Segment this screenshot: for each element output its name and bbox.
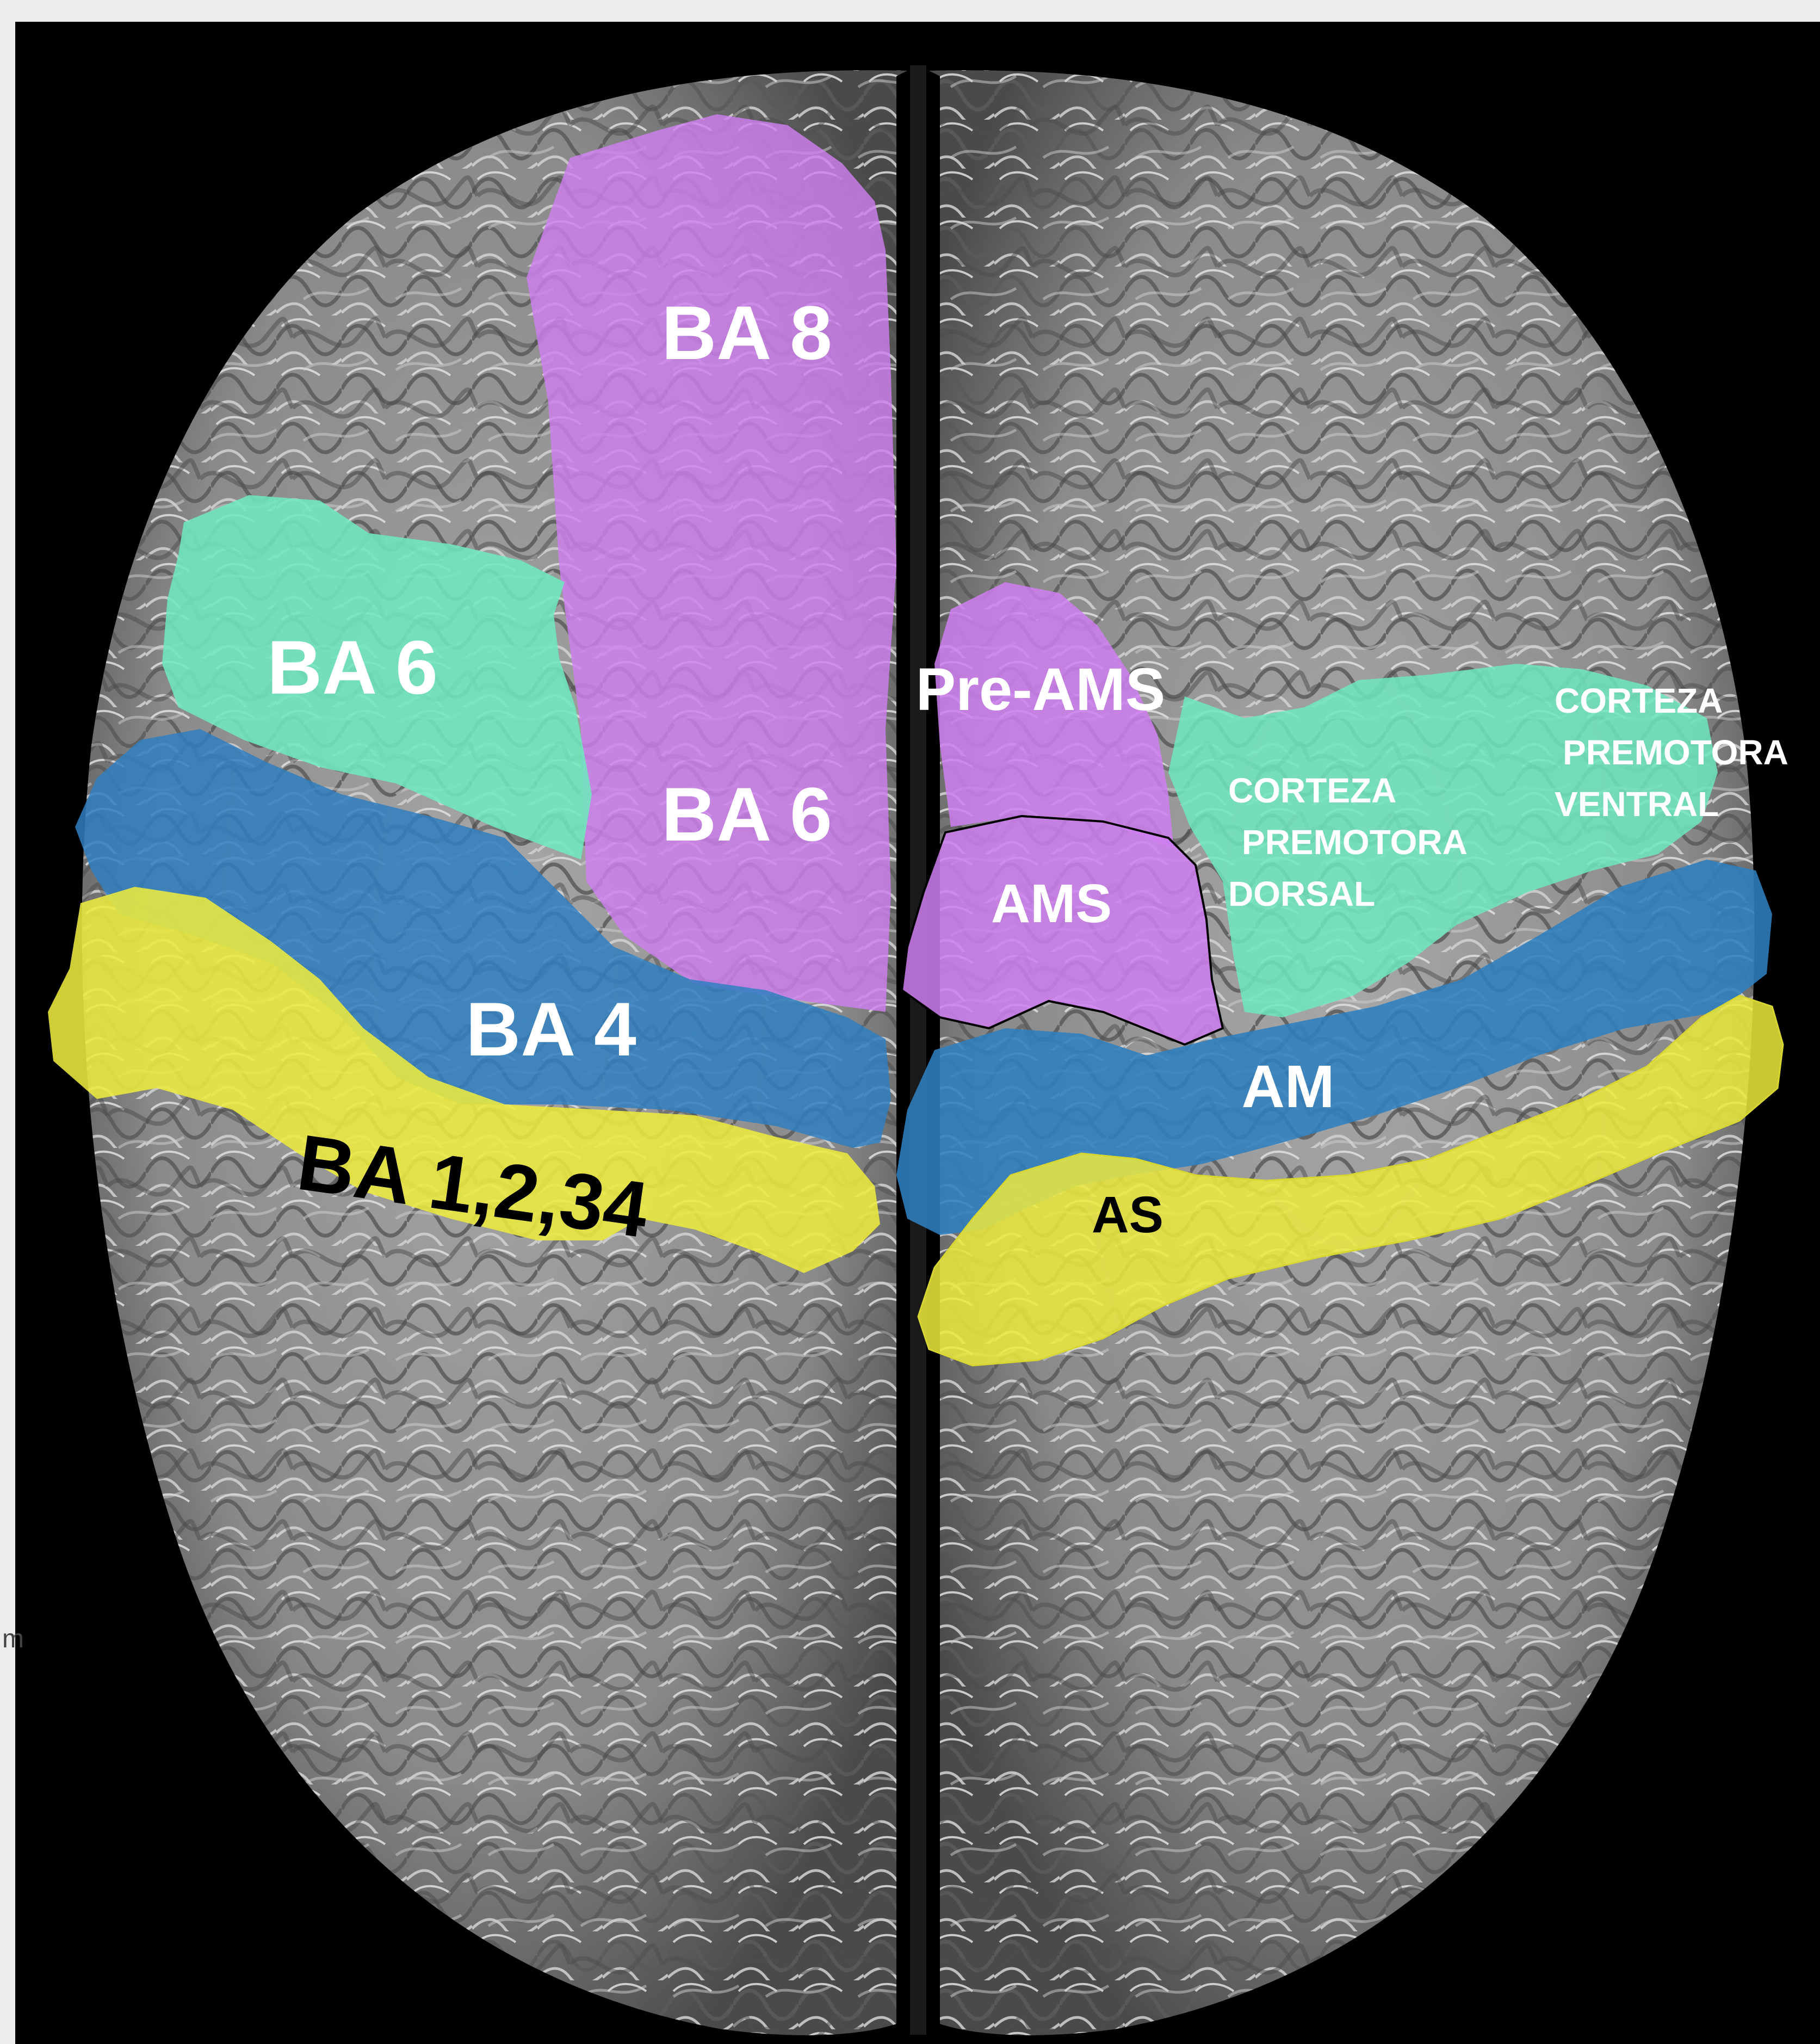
image-frame: BA 8 BA 6 BA 6 Pre-AMS AMS BA 4 AM BA 1,… <box>15 22 1820 2044</box>
label-as: AS <box>1092 1186 1163 1244</box>
label-dorsal-line2: PREMOTORA <box>1242 823 1468 862</box>
brain-figure: BA 8 BA 6 BA 6 Pre-AMS AMS BA 4 AM BA 1,… <box>15 22 1820 2044</box>
label-ba6-center: BA 6 <box>661 771 832 857</box>
label-ams: AMS <box>991 873 1112 934</box>
label-ba8: BA 8 <box>661 290 832 375</box>
label-dorsal-line3: DORSAL <box>1228 874 1375 913</box>
side-mark: m <box>2 1624 24 1654</box>
label-pre-ams: Pre-AMS <box>916 656 1165 723</box>
label-ventral-line1: CORTEZA <box>1555 681 1723 720</box>
label-dorsal-line1: CORTEZA <box>1228 771 1396 810</box>
label-ba6-left: BA 6 <box>267 625 438 710</box>
label-ventral-line2: PREMOTORA <box>1563 733 1788 772</box>
label-am: AM <box>1241 1053 1334 1120</box>
label-ventral-line3: VENTRAL <box>1555 785 1719 824</box>
label-ba4: BA 4 <box>466 986 636 1072</box>
